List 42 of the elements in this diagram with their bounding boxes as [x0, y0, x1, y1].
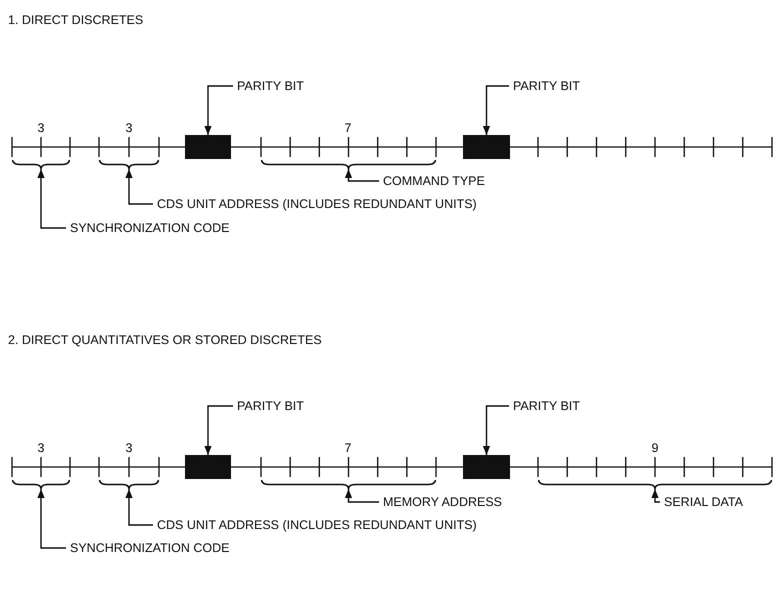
leader-line	[37, 169, 66, 229]
callout-label: CDS UNIT ADDRESS (INCLUDES REDUNDANT UNITS)	[157, 196, 477, 212]
leader-line	[125, 169, 153, 205]
leader-line	[344, 169, 379, 182]
leader-line	[125, 489, 153, 526]
brace	[261, 480, 436, 489]
callout-label: SYNCHRONIZATION CODE	[70, 220, 230, 236]
parity-bit-block	[463, 455, 510, 479]
brace	[99, 160, 159, 169]
brace	[538, 480, 772, 489]
leader-line	[204, 85, 233, 135]
bit-count: 3	[38, 440, 44, 456]
bit-count: 3	[38, 120, 44, 136]
parity-bit-block	[463, 135, 510, 159]
leader-line	[344, 489, 379, 503]
callout-label: PARITY BIT	[513, 398, 580, 414]
brace	[261, 160, 436, 169]
bit-count: 7	[344, 440, 352, 456]
bit-count: 3	[126, 120, 132, 136]
bit-count: 7	[344, 120, 352, 136]
callout-label: SERIAL DATA	[664, 494, 743, 510]
callout-label: PARITY BIT	[513, 78, 580, 94]
section-heading: 2. DIRECT QUANTITATIVES OR STORED DISCRETES	[8, 332, 322, 348]
brace	[99, 480, 159, 489]
callout-label: PARITY BIT	[237, 398, 304, 414]
callout-label: CDS UNIT ADDRESS (INCLUDES REDUNDANT UNITS)	[157, 517, 477, 533]
leader-line	[651, 489, 660, 503]
bit-count: 3	[126, 440, 132, 456]
callout-label: PARITY BIT	[237, 78, 304, 94]
leader-line	[37, 489, 66, 549]
callout-label: SYNCHRONIZATION CODE	[70, 540, 230, 556]
callout-label: MEMORY ADDRESS	[383, 494, 502, 510]
leader-line	[482, 405, 509, 455]
brace	[12, 480, 70, 489]
parity-bit-block	[185, 135, 231, 159]
leader-line	[204, 405, 233, 455]
parity-bit-block	[185, 455, 231, 479]
brace	[12, 160, 70, 169]
callout-label: COMMAND TYPE	[383, 173, 485, 189]
leader-line	[482, 85, 509, 135]
section-heading: 1. DIRECT DISCRETES	[8, 12, 144, 28]
bit-count: 9	[652, 440, 658, 456]
